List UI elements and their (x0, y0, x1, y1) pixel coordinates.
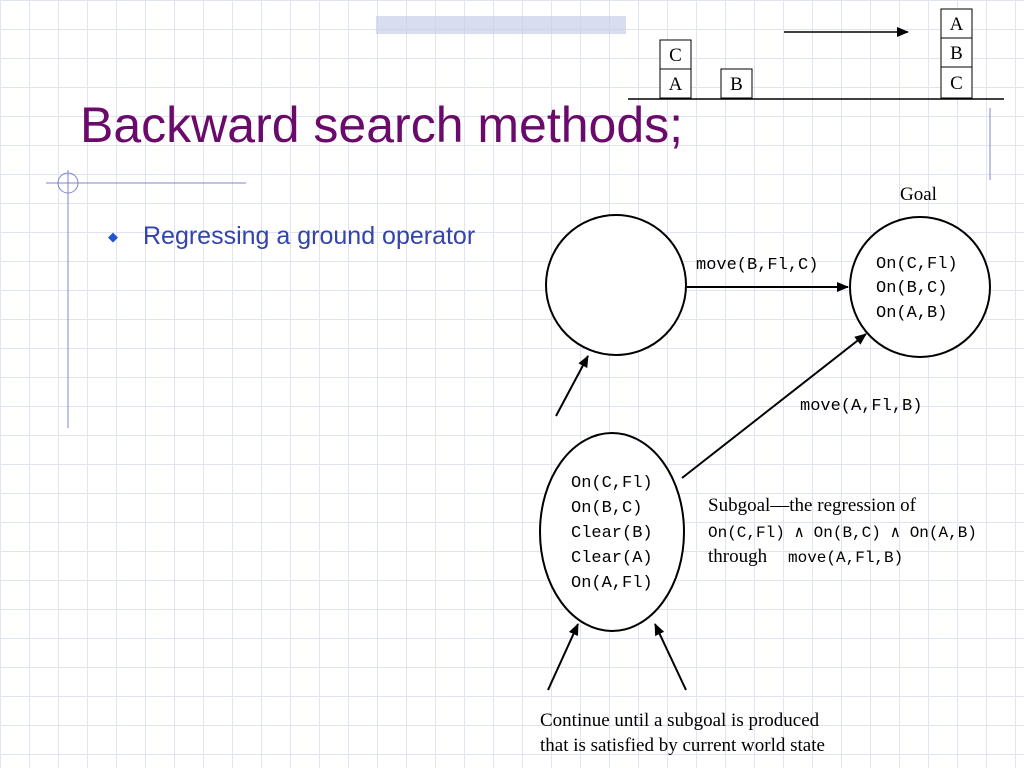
subgoal-caption-line3-prefix: through (708, 546, 768, 567)
goal-condition: On(C,Fl) (876, 255, 958, 274)
block-b-start-label: B (730, 74, 743, 95)
decorative-header-bar (376, 16, 626, 34)
block-b-goal-label: B (950, 43, 963, 64)
bullet-item: ◆ Regressing a ground operator (108, 222, 475, 251)
subgoal-condition: Clear(B) (571, 524, 653, 543)
footer-note-line2: that is satisfied by current world state (540, 735, 825, 756)
subgoal-condition: On(A,Fl) (571, 574, 653, 593)
goal-state-node (849, 216, 991, 358)
decorative-ring (57, 172, 79, 194)
move-a-arrow (681, 333, 867, 479)
unknown-state-node (545, 214, 687, 356)
slide-title: Backward search methods; (80, 97, 684, 153)
subgoal-caption-line2: On(C,Fl) ∧ On(B,C) ∧ On(A,B) (708, 524, 977, 542)
move-b-operator-label: move(B,Fl,C) (696, 256, 818, 275)
subgoal-caption-line1: Subgoal—the regression of (708, 495, 917, 516)
block-a-goal (940, 8, 973, 39)
block-a-start-label: A (669, 74, 683, 95)
diamond-bullet-icon: ◆ (108, 229, 118, 244)
subgoal-condition: On(B,C) (571, 499, 642, 518)
bullet-text: Regressing a ground operator (143, 222, 476, 250)
footer-note-line1: Continue until a subgoal is produced (540, 710, 820, 731)
subgoal-caption-line3-operator: move(A,Fl,B) (788, 549, 903, 567)
goal-condition: On(B,C) (876, 279, 947, 298)
block-a-goal-label: A (950, 14, 964, 35)
subgoal-condition: On(C,Fl) (571, 474, 653, 493)
block-c-start-label: C (669, 45, 682, 66)
goal-condition: On(A,B) (876, 304, 947, 323)
block-c-goal-label: C (950, 73, 963, 94)
incoming-arrow-to-unknown (555, 355, 589, 417)
subgoal-condition: Clear(A) (571, 549, 653, 568)
subgoal-state-node (539, 432, 685, 632)
block-b-start (720, 68, 753, 99)
incoming-arrow-left-to-subgoal (547, 623, 579, 691)
block-c-goal (940, 66, 973, 99)
goal-label: Goal (900, 184, 937, 205)
block-b-goal (940, 37, 973, 68)
incoming-arrow-right-to-subgoal (654, 623, 687, 691)
block-a-start (659, 68, 692, 99)
move-a-operator-label: move(A,Fl,B) (800, 397, 922, 416)
